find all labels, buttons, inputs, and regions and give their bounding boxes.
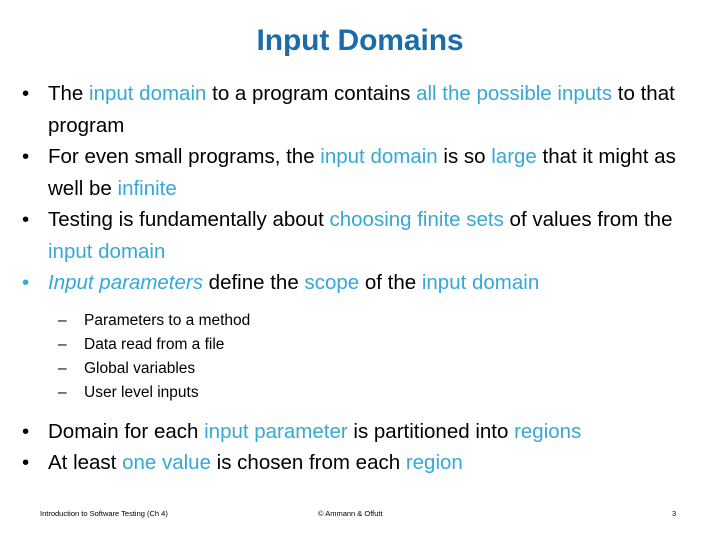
bullet-marker-icon: • (22, 419, 30, 443)
slide-footer: Introduction to Software Testing (Ch 4) … (0, 508, 720, 524)
sub-bullet-item: –Parameters to a method (14, 309, 708, 333)
bullet-text-segment: Testing is fundamentally about (48, 208, 330, 231)
bullet-item: • For even small programs, the input doma… (14, 141, 708, 204)
sub-bullet-marker-icon: – (58, 383, 67, 401)
bullet-text: The input domain to a program contains a… (48, 78, 708, 141)
sub-bullet-item: –User level inputs (14, 381, 708, 405)
bullet-list-sub: –Parameters to a method–Data read from a… (14, 309, 708, 405)
sub-bullet-text: Data read from a file (84, 335, 225, 353)
bullet-text: For even small programs, the input domai… (48, 141, 708, 204)
bullet-text-segment: input domain (89, 82, 207, 105)
bullet-text-segment: input parameter (204, 419, 348, 443)
bullet-marker-icon: • (22, 82, 30, 105)
bullet-text-segment: define the (202, 271, 305, 294)
page-title: Input Domains (256, 24, 464, 57)
sub-bullet-item: –Data read from a file (14, 333, 708, 357)
bullet-marker-icon: • (22, 451, 30, 474)
sub-bullet-text: Parameters to a method (84, 311, 251, 329)
sub-bullet-text: User level inputs (84, 383, 199, 401)
bullet-text: Domain for each input parameter is parti… (48, 416, 708, 448)
slide-body-content: • The input domain to a program contains … (14, 78, 708, 479)
bullet-text-segment: to that program (48, 82, 675, 137)
bullet-text-segment: input domain (320, 145, 438, 168)
bullet-item: • The input domain to a program contains … (14, 78, 708, 141)
bullet-text-segment: Input parameters (48, 271, 203, 294)
bullet-text: Input parameters define the scope of the… (48, 267, 708, 299)
sub-bullet-marker-icon: – (58, 359, 67, 377)
bullet-text-segment: region (405, 451, 463, 474)
bullet-text-segment: is so (437, 145, 492, 168)
sub-bullet-marker-icon: – (58, 311, 67, 329)
bullet-text-segment: of values from the (503, 208, 673, 231)
footer-copyright-label: © Ammann & Offutt (318, 509, 383, 518)
bullet-text-segment: that it might as well be (48, 145, 676, 200)
bullet-text-segment: For even small programs, the (48, 145, 321, 168)
bullet-marker-icon: • (22, 208, 30, 231)
sub-bullet-item: –Global variables (14, 357, 708, 381)
bullet-list-primary: • The input domain to a program contains … (14, 78, 708, 299)
bullet-text-segment: all the possible inputs (416, 82, 613, 105)
bullet-text: Testing is fundamentally about choosing … (48, 204, 708, 267)
bullet-marker-icon: • (22, 145, 30, 168)
bullet-text-segment: choosing finite sets (329, 208, 504, 231)
bullet-text: At least one value is chosen from each r… (48, 447, 708, 479)
bullet-text-segment: to a program contains (206, 82, 417, 105)
bullet-text-segment: scope (304, 271, 360, 294)
bullet-text-segment: The (48, 82, 90, 105)
bullet-text-segment: of the (359, 271, 422, 294)
bullet-text-segment: Domain for each (48, 419, 205, 443)
bullet-item: • Input parameters define the scope of th… (14, 267, 708, 299)
bullet-marker-icon: • (22, 271, 30, 294)
bullet-text-segment: input domain (421, 271, 540, 294)
bullet-text-segment: one value (122, 451, 211, 474)
bullet-item: • Testing is fundamentally about choosing… (14, 204, 708, 267)
bullet-text-segment: input domain (48, 239, 166, 263)
bullet-list-secondary: • Domain for each input parameter is part… (14, 416, 708, 479)
bullet-item: • Domain for each input parameter is part… (14, 416, 708, 448)
sub-bullet-marker-icon: – (58, 335, 67, 353)
bullet-text-segment: large (491, 145, 537, 168)
footer-page-number: 3 (672, 509, 677, 518)
bullet-text-segment: At least (48, 451, 123, 474)
bullet-text-segment: is partitioned into (347, 419, 515, 443)
bullet-text-segment: is chosen from each (210, 451, 406, 474)
footer-source-label: Introduction to Software Testing (Ch 4) (40, 509, 168, 518)
sub-bullet-text: Global variables (84, 359, 196, 377)
bullet-text-segment: infinite (117, 176, 177, 200)
bullet-text-segment: regions (514, 419, 582, 443)
bullet-item: • At least one value is chosen from each … (14, 447, 708, 479)
